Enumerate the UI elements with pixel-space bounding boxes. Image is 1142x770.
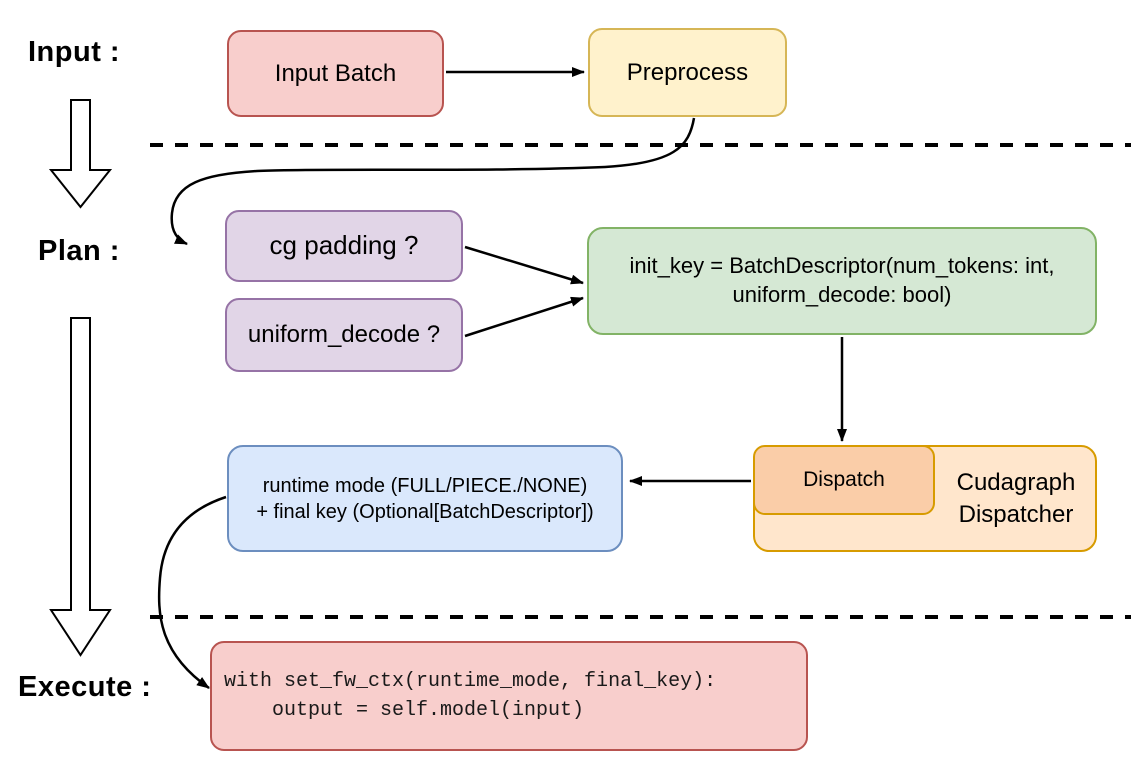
node-cudagraph-dispatcher-label: Cudagraph Dispatcher	[935, 445, 1097, 552]
node-preprocess-label: Preprocess	[626, 58, 749, 86]
node-uniform-decode-label: uniform_decode ?	[247, 321, 441, 349]
node-runtime-line2: + final key (Optional[BatchDescriptor])	[256, 500, 594, 523]
stage-label-execute: Execute :	[18, 671, 152, 703]
node-init-key: init_key = BatchDescriptor(num_tokens: i…	[587, 227, 1097, 335]
node-init-key-line2: uniform_decode: bool)	[732, 282, 952, 307]
node-runtime-line1: runtime mode (FULL/PIECE./NONE)	[262, 474, 588, 497]
node-dispatch-label: Dispatch	[803, 468, 885, 492]
block-arrow-plan-to-execute	[49, 317, 112, 657]
node-dispatch: Dispatch	[753, 445, 935, 515]
code-line2: output = self.model(input)	[224, 699, 585, 722]
stage-label-plan: Plan :	[38, 235, 120, 267]
node-uniform-decode: uniform_decode ?	[225, 298, 463, 372]
code-line1: with set_fw_ctx(runtime_mode, final_key)…	[224, 670, 717, 693]
node-preprocess: Preprocess	[588, 28, 787, 117]
node-input-batch: Input Batch	[227, 30, 444, 117]
stage-label-input: Input :	[28, 36, 121, 68]
node-input-batch-label: Input Batch	[274, 59, 397, 87]
node-cg-padding: cg padding ?	[225, 210, 463, 282]
node-execute-code: with set_fw_ctx(runtime_mode, final_key)…	[210, 641, 808, 751]
arrow-uniform-decode-to-init-key	[464, 296, 584, 338]
block-arrow-input-to-plan	[48, 99, 113, 209]
cudagraph-label-line2: Dispatcher	[958, 500, 1074, 528]
cudagraph-label-line1: Cudagraph	[956, 469, 1076, 497]
node-cg-padding-label: cg padding ?	[269, 230, 419, 261]
arrow-cg-padding-to-init-key	[464, 245, 584, 285]
node-runtime-mode: runtime mode (FULL/PIECE./NONE) + final …	[227, 445, 623, 552]
node-init-key-line1: init_key = BatchDescriptor(num_tokens: i…	[629, 253, 1055, 279]
